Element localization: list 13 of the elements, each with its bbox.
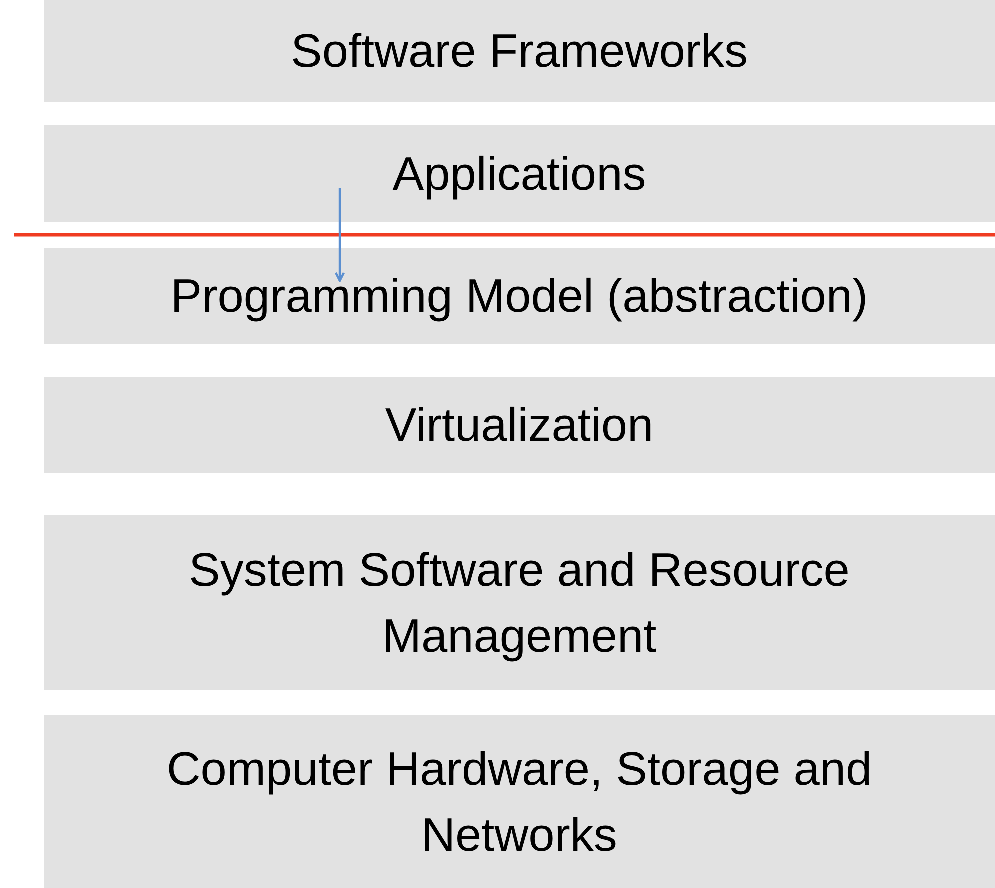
arrow: [334, 188, 346, 282]
layer-label: Software Frameworks: [290, 23, 750, 80]
layer-band: [44, 515, 995, 690]
layer-label: Virtualization: [384, 397, 655, 454]
layer-band: [44, 125, 995, 222]
layer-label: System Software and Resource Management: [188, 542, 851, 664]
layer-label: Applications: [392, 146, 648, 202]
layer-band: [44, 715, 995, 888]
layer-band: [44, 0, 995, 102]
layer-label: Computer Hardware, Storage and Networks: [166, 740, 874, 862]
layer-band: [44, 377, 995, 473]
layer-label: Programming Model (abstraction): [170, 268, 870, 324]
layer-band: [44, 248, 995, 344]
